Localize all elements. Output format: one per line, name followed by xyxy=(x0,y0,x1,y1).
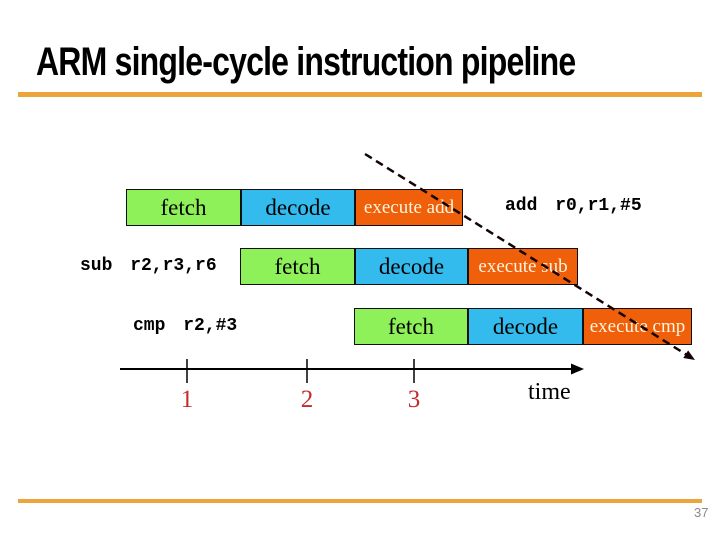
stage-cmp-decode: decode xyxy=(468,308,583,345)
time-axis-arrowhead-icon xyxy=(571,363,584,375)
stage-add-execute: execute add xyxy=(355,189,463,226)
title-underline-bar xyxy=(18,92,702,97)
instruction-label-cmp: cmp r2,#3 xyxy=(133,316,238,336)
stagger-dashed-arrowhead-icon xyxy=(683,350,695,360)
stage-add-fetch: fetch xyxy=(126,189,241,226)
tick-number-1: 1 xyxy=(180,386,194,413)
stage-sub-execute: execute sub xyxy=(468,248,578,285)
footer-divider-bar xyxy=(18,499,702,503)
stage-sub-decode: decode xyxy=(355,248,468,285)
page-number: 37 xyxy=(694,505,709,520)
tick-number-2: 2 xyxy=(300,386,314,413)
stage-sub-fetch: fetch xyxy=(240,248,355,285)
instruction-label-add: add r0,r1,#5 xyxy=(505,196,642,216)
stage-cmp-execute: execute cmp xyxy=(583,308,692,345)
stage-add-decode: decode xyxy=(241,189,355,226)
page-title: ARM single-cycle instruction pipeline xyxy=(36,40,576,84)
stage-cmp-fetch: fetch xyxy=(354,308,468,345)
instruction-label-sub: sub r2,r3,r6 xyxy=(80,256,217,276)
time-axis-label: time xyxy=(528,379,571,405)
tick-number-3: 3 xyxy=(407,386,421,413)
